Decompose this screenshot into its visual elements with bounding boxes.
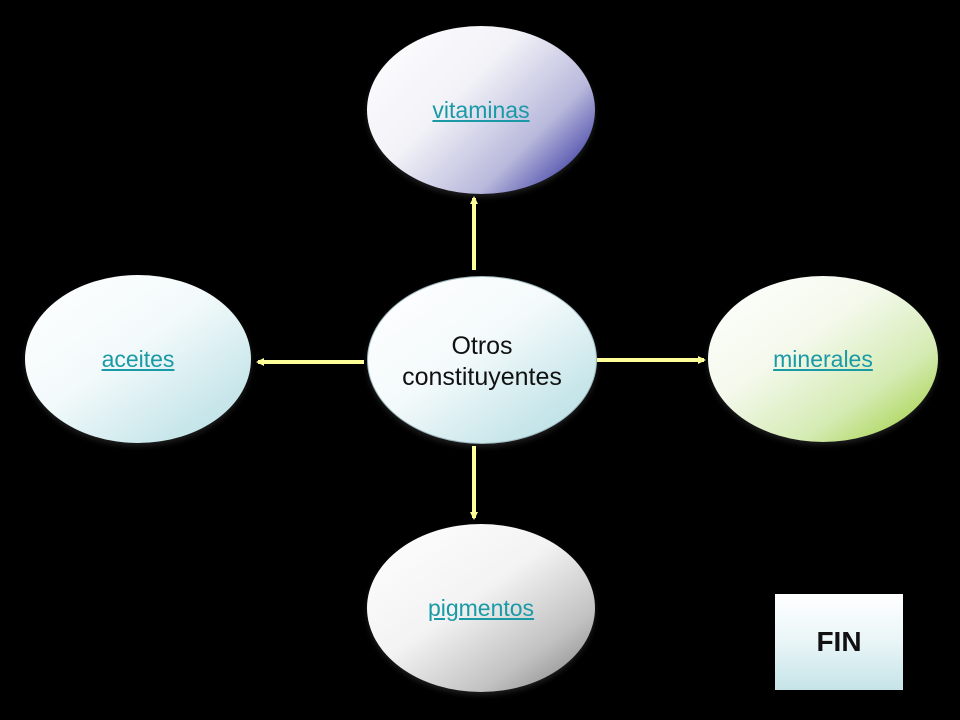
center-node-label: Otros constituyentes (402, 332, 562, 391)
node-aceites[interactable]: aceites (25, 275, 251, 443)
aceites-link[interactable]: aceites (101, 345, 175, 372)
minerales-link[interactable]: minerales (773, 345, 873, 372)
pigmentos-link[interactable]: pigmentos (427, 594, 535, 621)
vitaminas-link[interactable]: vitaminas (432, 96, 530, 123)
fin-button[interactable]: FIN (775, 594, 903, 690)
node-minerales[interactable]: minerales (708, 276, 938, 442)
node-vitaminas[interactable]: vitaminas (367, 26, 595, 194)
node-pigmentos[interactable]: pigmentos (367, 524, 595, 692)
center-node-otros-constituyentes: Otros constituyentes (367, 276, 597, 444)
